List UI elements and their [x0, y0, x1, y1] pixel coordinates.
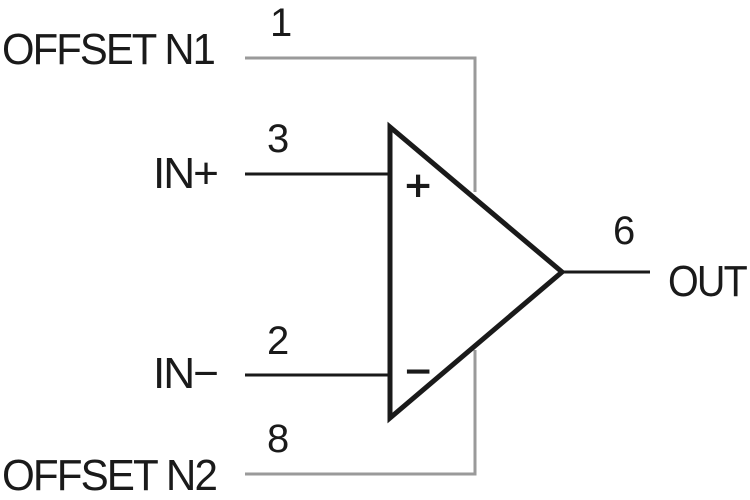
offset-n2-lead	[245, 350, 477, 476]
in-plus-pin-number: 3	[267, 117, 289, 161]
op-amp-triangle	[387, 121, 566, 424]
out-label: OUT	[668, 257, 747, 306]
offset-n2-pin-number: 8	[267, 417, 289, 461]
minus-sign: −	[403, 351, 433, 392]
offset-n2-label: OFFSET N2	[2, 451, 216, 500]
in-plus-label: IN+	[153, 149, 217, 198]
out-pin-number: 6	[613, 209, 635, 253]
offset-n1-label: OFFSET N1	[2, 25, 214, 74]
offset-n1-lead	[245, 56, 477, 192]
plus-sign: +	[403, 165, 433, 206]
in-minus-pin-number: 2	[267, 319, 289, 363]
in-minus-label: IN−	[153, 349, 217, 398]
offset-n1-pin-number: 1	[270, 1, 292, 45]
